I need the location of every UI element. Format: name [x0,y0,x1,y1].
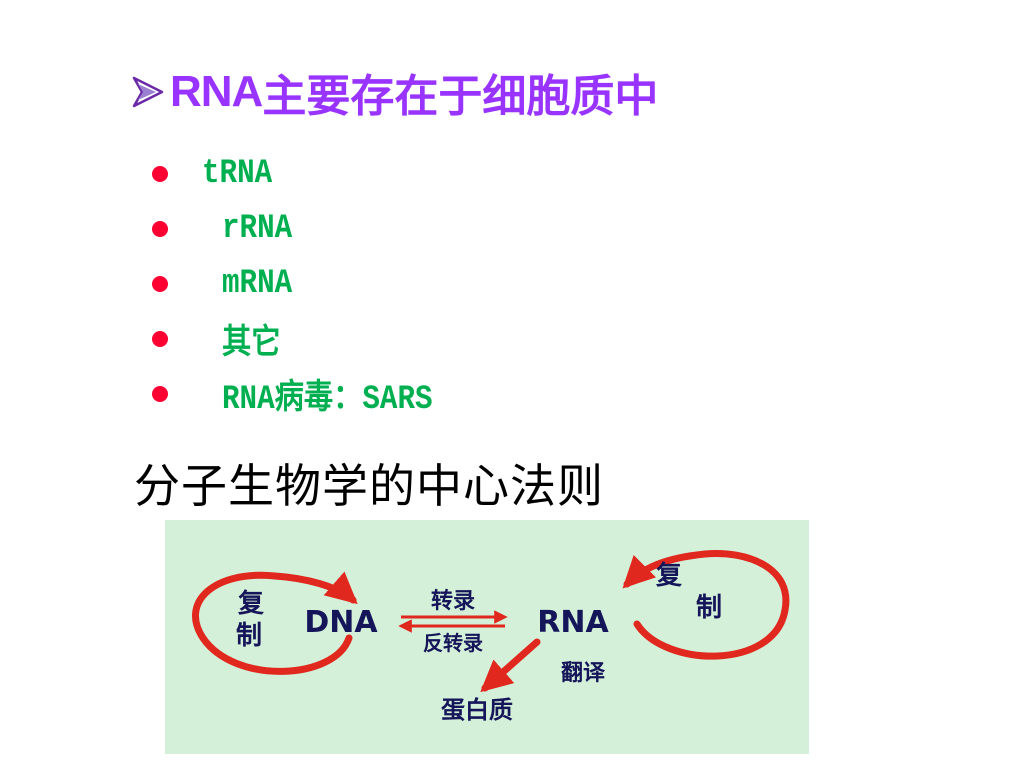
list-item-text: rRNA [222,209,293,248]
bullet-dot-icon [152,165,168,182]
list-item-text: 其它 [222,325,281,364]
rna-type-list: tRNA rRNA mRNA 其它 RNA病毒：SARS [152,146,467,421]
left-replication-arrow [192,571,358,675]
list-item-text: tRNA [202,154,273,193]
right-replication-label-top: 复 [656,561,683,591]
list-item-text: mRNA [222,264,293,303]
list-item: 其它 [152,311,467,366]
translation-label: 翻译 [561,661,606,686]
right-replication-arrow [622,549,790,660]
left-replication-label-top: 复 [238,589,265,619]
arrow-bullet-icon [132,76,164,108]
title-text: 主要存在于细胞质中 [262,71,659,122]
central-dogma-heading: 分子生物学的中心法则 [134,459,604,513]
central-dogma-svg: DNA RNA 转录 反转录 翻译 蛋白质 复 制 复 制 [192,549,790,724]
transcription-label: 转录 [431,588,475,614]
bullet-dot-icon [152,385,168,402]
translation-arrow [480,638,541,693]
rna-label: RNA [537,605,609,640]
title-prefix: RNA [170,67,263,116]
bullet-dot-icon [152,275,168,292]
list-item-text: RNA病毒：SARS [222,380,433,419]
list-item: tRNA [152,146,467,201]
dna-label: DNA [304,605,378,640]
bullet-dot-icon [152,220,168,237]
protein-label: 蛋白质 [441,696,513,724]
list-item: rRNA [152,201,467,256]
right-replication-label-bottom: 制 [696,593,722,623]
reverse-transcription-label: 反转录 [423,631,483,655]
list-item: RNA病毒：SARS [152,366,467,421]
central-dogma-diagram: DNA RNA 转录 反转录 翻译 蛋白质 复 制 复 制 [165,520,809,754]
list-item: mRNA [152,256,467,311]
left-replication-label-bottom: 制 [236,621,262,651]
bullet-dot-icon [152,330,168,347]
